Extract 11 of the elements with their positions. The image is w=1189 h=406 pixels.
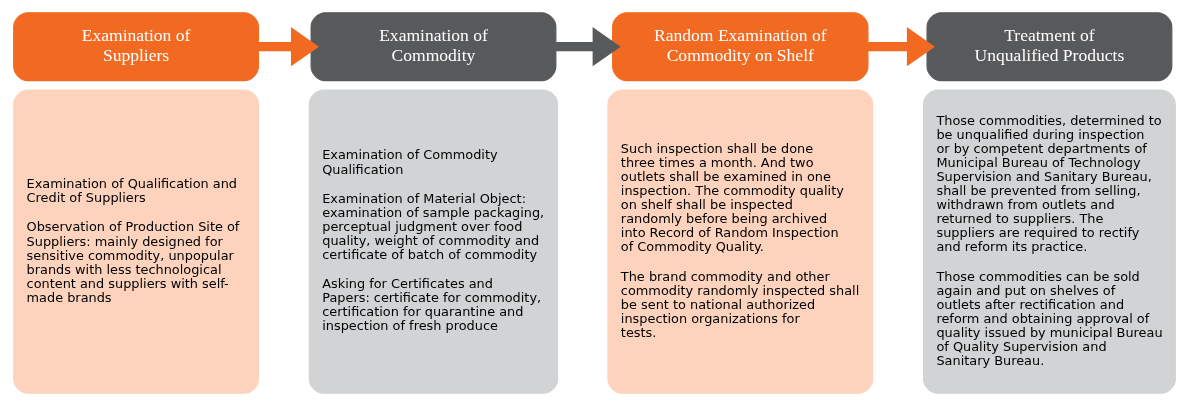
node-box: Such inspection shall be done three times a month. And two outlets shall be examined in one inspection. The commodity quality on shelf shall be inspected randomly before being archived into Record of Random Inspection of Commodity Quality. The brand commodity and other commodity randomly inspected shall be sent to national authorized inspection organizations for tests.: [607, 89, 874, 394]
node-box: Those commodities, determined to be unqualified during inspection or by competent departments of Municipal Bureau of Technology Supervision and Sanitary Bureau, shall be prevented from selling, withdrawn from outlets and returned to suppliers. The suppliers are required to rectify and reform its practice. Those commodities can be sold again and put on shelves of outlets after rectification and reform and obtaining approval of quality issued by municipal Bureau of Quality Supervision and Sanitary Bureau.: [922, 89, 1176, 394]
node-box: Examination of Qualification and Credit of Suppliers Observation of Production Site of Suppliers: mainly designed for sensitive commodity, unpopular brands with less technological content and suppliers with self-made brands: [13, 89, 259, 394]
node-box: Treatment of Unqualified Products: [926, 12, 1173, 82]
node-box: Random Examination of Commodity on Shelf: [612, 12, 869, 82]
node-box: Examination of Suppliers: [13, 12, 259, 82]
arrow: [258, 27, 320, 67]
node-box: Examination of Commodity Qualification Examination of Material Object: examination of sample packaging, perceptual judgment over food quality, weight of commodity and certificate of batch of commodity Asking for Certificates and Papers: certificate for commodity, certification for quarantine and inspection of fresh produce: [308, 89, 559, 394]
arrow: [556, 27, 621, 67]
node-box: Examination of Commodity: [310, 12, 557, 82]
arrow: [868, 27, 935, 67]
